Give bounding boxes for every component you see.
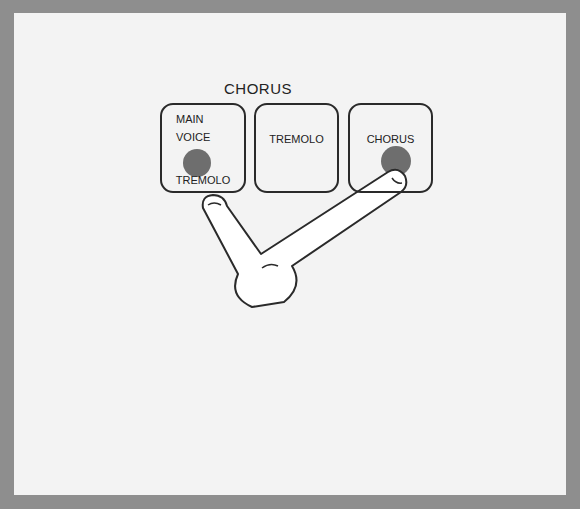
switch-button: TREMOLO (254, 103, 339, 193)
knuckle-line (262, 264, 278, 268)
switch-button: CHORUS (348, 103, 433, 193)
button-label: CHORUS (367, 131, 415, 149)
fingernail (392, 178, 402, 183)
button-label: MAIN VOICE (176, 111, 210, 146)
button-label: TREMOLO (176, 172, 230, 190)
switch-button: MAIN VOICE TREMOLO (160, 103, 246, 193)
button-label: TREMOLO (269, 131, 323, 149)
pressing-hand (203, 170, 407, 307)
inner-panel (14, 13, 566, 495)
indicator-dot (183, 149, 211, 177)
fingernail (208, 203, 221, 205)
panel-title: CHORUS (224, 80, 292, 97)
